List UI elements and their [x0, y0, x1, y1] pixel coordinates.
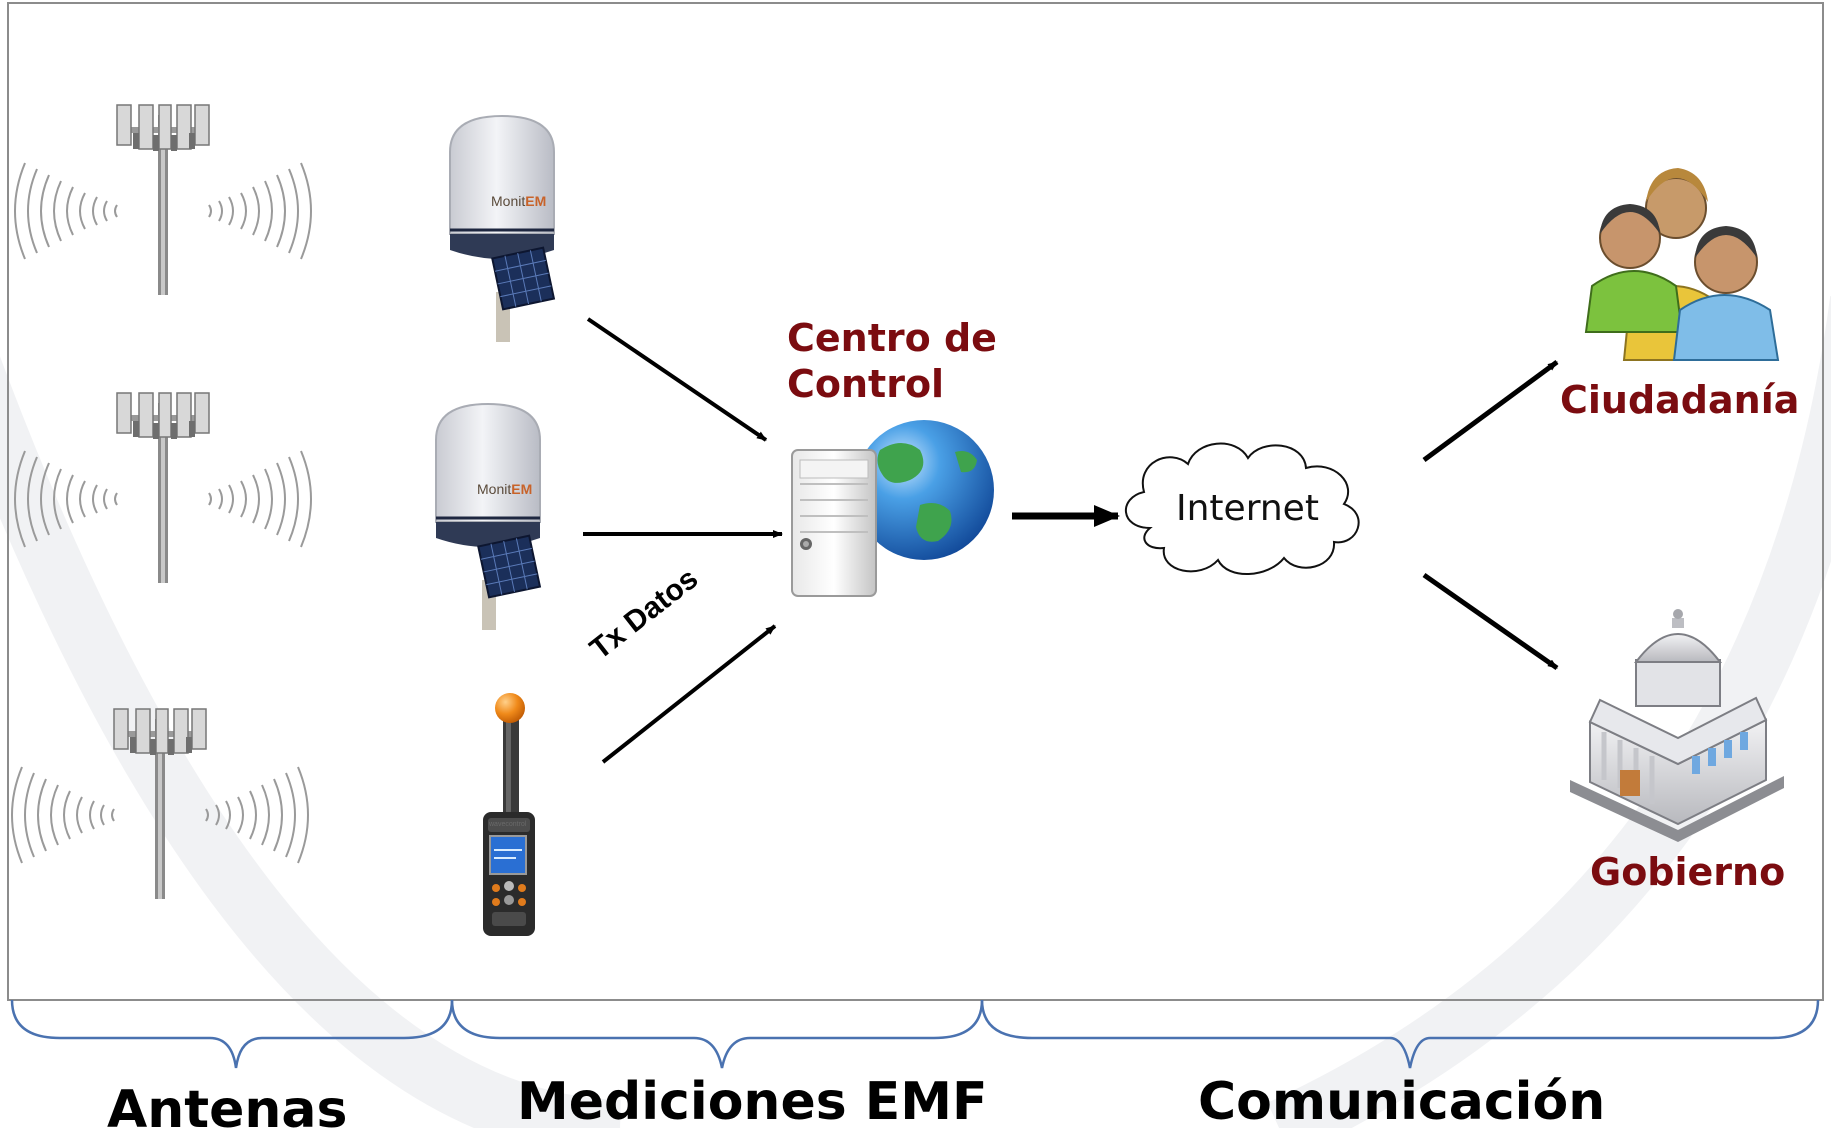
diagram-frame — [7, 2, 1824, 1001]
probe-brand-label: MonitEM — [491, 193, 547, 209]
emf-monitor-probe-icon — [448, 114, 556, 344]
cloud-icon — [1125, 442, 1360, 575]
brace-comunicacion — [980, 999, 1820, 1069]
arrow-probe-1-to-control — [586, 317, 768, 442]
brace-antenas — [10, 999, 454, 1069]
arrow-internet-to-government — [1422, 572, 1559, 671]
internet-label: Internet — [1176, 488, 1319, 529]
server-globe-icon — [791, 420, 994, 597]
probe-brand-label: MonitEM — [477, 481, 533, 497]
government-building-icon — [1570, 609, 1784, 842]
people-group-icon — [1584, 168, 1780, 361]
section-braces — [10, 999, 1820, 1069]
meter-brand-label: wavecontrol — [489, 821, 527, 828]
government-label: Gobierno — [1590, 850, 1786, 894]
cell-tower-icon — [12, 709, 308, 899]
handheld-emf-meter-icon — [483, 693, 535, 936]
brace-mediciones — [450, 999, 984, 1069]
control-center-label-line1: Centro de — [787, 316, 997, 360]
citizens-label: Ciudadanía — [1560, 378, 1800, 422]
arrow-internet-to-citizens — [1422, 359, 1559, 463]
control-center-label-line2: Control — [787, 362, 945, 406]
cell-tower-icon — [15, 105, 311, 295]
emf-monitor-probe-icon — [434, 402, 542, 632]
section-label-communication: Comunicación — [1198, 1072, 1606, 1128]
section-label-antennas: Antenas — [107, 1080, 348, 1128]
section-label-measurements: Mediciones EMF — [517, 1072, 988, 1128]
arrow-meter-to-control — [601, 624, 777, 764]
